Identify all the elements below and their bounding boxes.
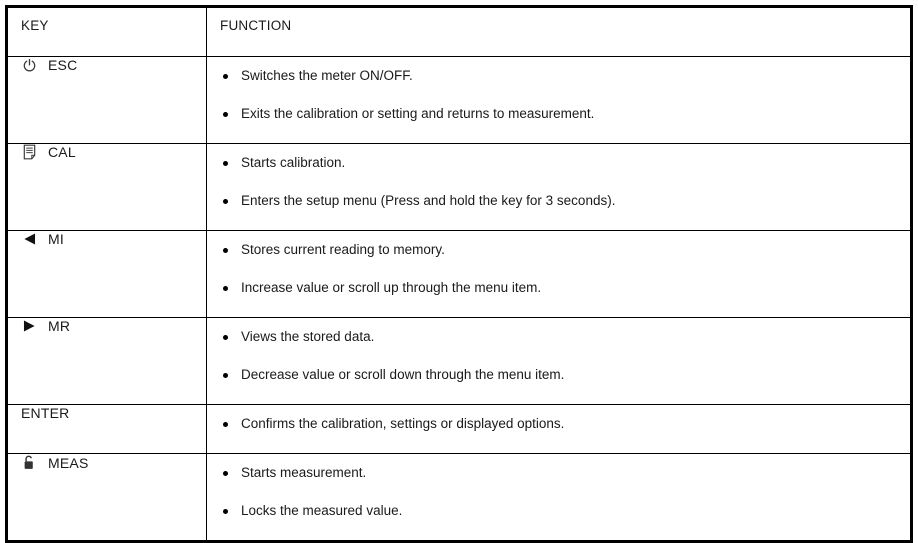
function-item: Locks the measured value.	[221, 502, 900, 520]
table-row-esc: ESC Switches the meter ON/OFF. Exits the…	[5, 56, 913, 144]
function-item: Confirms the calibration, settings or di…	[221, 415, 900, 433]
bullet-icon	[223, 74, 228, 79]
key-cell-mr: MR	[5, 317, 207, 405]
function-item: Decrease value or scroll down through th…	[221, 366, 900, 384]
function-item: Starts measurement.	[221, 464, 900, 482]
key-label: ENTER	[21, 405, 70, 421]
function-item: Views the stored data.	[221, 328, 900, 346]
bullet-icon	[223, 248, 228, 253]
bullet-icon	[223, 112, 228, 117]
key-cell-enter: ENTER	[5, 404, 207, 454]
function-item: Enters the setup menu (Press and hold th…	[221, 192, 900, 210]
key-column-header: KEY	[5, 5, 207, 57]
function-cell-meas: Starts measurement. Locks the measured v…	[206, 453, 913, 543]
bullet-icon	[223, 422, 228, 427]
function-item: Exits the calibration or setting and ret…	[221, 105, 900, 123]
key-cell-cal: CAL	[5, 143, 207, 231]
bullet-icon	[223, 286, 228, 291]
key-label: MR	[48, 318, 71, 334]
table-row-mr: MR Views the stored data. Decrease value…	[5, 317, 913, 405]
bullet-icon	[223, 161, 228, 166]
function-item: Switches the meter ON/OFF.	[221, 67, 900, 85]
function-column-header: FUNCTION	[206, 5, 913, 57]
key-cell-meas: MEAS	[5, 453, 207, 543]
key-cell-mi: MI	[5, 230, 207, 318]
key-label: MEAS	[48, 454, 89, 471]
document-icon	[21, 144, 37, 160]
table-row-meas: MEAS Starts measurement. Locks the measu…	[5, 453, 913, 543]
key-label: MI	[48, 231, 64, 247]
function-item: Stores current reading to memory.	[221, 241, 900, 259]
function-cell-esc: Switches the meter ON/OFF. Exits the cal…	[206, 56, 913, 144]
function-item: Increase value or scroll up through the …	[221, 279, 900, 297]
power-icon	[21, 58, 37, 73]
triangle-left-icon	[21, 233, 37, 245]
function-cell-mr: Views the stored data. Decrease value or…	[206, 317, 913, 405]
bullet-icon	[223, 509, 228, 514]
function-cell-cal: Starts calibration. Enters the setup men…	[206, 143, 913, 231]
key-function-table: KEY FUNCTION ESC Switches the meter ON/O…	[5, 5, 913, 543]
unlock-icon	[21, 454, 37, 471]
table-row-enter: ENTER Confirms the calibration, settings…	[5, 404, 913, 454]
key-label: ESC	[48, 57, 78, 73]
key-label: CAL	[48, 144, 76, 160]
function-item: Starts calibration.	[221, 154, 900, 172]
bullet-icon	[223, 335, 228, 340]
table-row-mi: MI Stores current reading to memory. Inc…	[5, 230, 913, 318]
bullet-icon	[223, 471, 228, 476]
function-cell-mi: Stores current reading to memory. Increa…	[206, 230, 913, 318]
bullet-icon	[223, 199, 228, 204]
table-row-cal: CAL Starts calibration. Enters the setup…	[5, 143, 913, 231]
function-cell-enter: Confirms the calibration, settings or di…	[206, 404, 913, 454]
bullet-icon	[223, 373, 228, 378]
triangle-right-icon	[21, 320, 37, 332]
key-cell-esc: ESC	[5, 56, 207, 144]
table-header-row: KEY FUNCTION	[5, 5, 913, 57]
